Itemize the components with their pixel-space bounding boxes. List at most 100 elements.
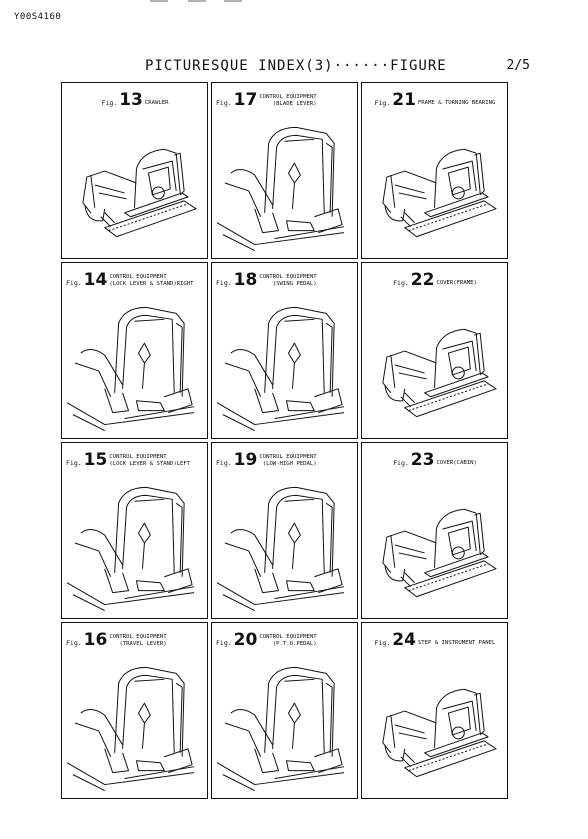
figure-illustration [365, 111, 504, 255]
figure-label: FRAME & TURNING BEARING [417, 99, 496, 106]
figure-illustration [365, 471, 504, 615]
figure-label: CONTROL EQUIPMENT(BLADE LEVER) [259, 94, 316, 109]
figure-illustration [65, 291, 204, 435]
page-title: PICTURESQUE INDEX(3)······FIGURE [145, 58, 447, 74]
figure-label-line2: (TRAVEL LEVER) [119, 640, 167, 647]
figure-illustration [215, 471, 354, 615]
figure-label-line1: CONTROL EQUIPMENT [109, 454, 167, 460]
figure-number: 19 [233, 450, 258, 470]
figure-prefix: Fig. [374, 639, 391, 647]
figure-prefix: Fig. [216, 279, 232, 287]
figure-number: 24 [392, 630, 416, 650]
figure-prefix: Fig. [374, 99, 391, 107]
figure-number: 16 [83, 630, 108, 650]
excavator-illustration [382, 148, 497, 238]
figure-number: 22 [410, 270, 435, 290]
figure-label: CONTROL EQUIPMENT(SWING PEDAL) [259, 274, 316, 289]
figure-prefix: Fig. [216, 459, 232, 467]
figure-label-line1: CONTROL EQUIPMENT [259, 634, 317, 640]
figure-label-line1: CONTROL EQUIPMENT [109, 634, 167, 640]
figure-number: 15 [83, 450, 108, 470]
figure-illustration [365, 291, 504, 435]
figure-illustration [65, 111, 204, 255]
figure-label-line2: (BLADE LEVER) [272, 100, 317, 107]
figure-label: CONTROL EQUIPMENT(P.T.O.PEDAL) [259, 634, 316, 649]
figure-label: COVER(FRAME) [436, 279, 477, 286]
figure-number: 21 [392, 90, 416, 110]
document-id: Y00S4160 [14, 12, 62, 22]
figure-prefix: Fig. [216, 99, 232, 107]
figure-prefix: Fig. [393, 459, 409, 467]
figure-label-line2: (SWING PEDAL) [272, 280, 317, 287]
figure-prefix: Fig. [66, 639, 82, 647]
excavator-illustration [82, 148, 197, 238]
figure-prefix: Fig. [216, 639, 232, 647]
figure-label: CONTROL EQUIPMENT(LOCK LEVER & STAND)RIG… [109, 274, 193, 289]
figure-illustration [65, 651, 204, 795]
figure-number: 17 [233, 90, 258, 110]
page-number: 2/5 [506, 58, 530, 73]
figure-label-line1: CONTROL EQUIPMENT [259, 454, 317, 460]
operator-cab-illustration [216, 306, 345, 431]
figure-number: 13 [119, 90, 143, 110]
figure-label: CRAWLER [144, 99, 169, 106]
figure-label-line1: CONTROL EQUIPMENT [109, 274, 167, 280]
operator-cab-illustration [66, 306, 195, 431]
figure-prefix: Fig. [66, 459, 82, 467]
excavator-illustration [382, 688, 497, 778]
operator-cab-illustration [216, 666, 345, 791]
figure-illustration [365, 651, 504, 795]
operator-cab-illustration [66, 486, 195, 611]
figure-prefix: Fig. [101, 99, 118, 107]
figure-label: STEP & INSTRUMENT PANEL [417, 639, 496, 646]
figure-number: 20 [233, 630, 258, 650]
operator-cab-illustration [66, 666, 195, 791]
figure-label-line1: CONTROL EQUIPMENT [259, 94, 317, 100]
page-header: PICTURESQUE INDEX(3)······FIGURE 2/5 [60, 58, 530, 78]
figure-prefix: Fig. [66, 279, 82, 287]
operator-cab-illustration [216, 126, 345, 251]
excavator-illustration [382, 508, 497, 598]
figure-label-line1: CONTROL EQUIPMENT [259, 274, 317, 280]
excavator-illustration [382, 328, 497, 418]
figure-label-line2: (P.T.O.PEDAL) [272, 640, 317, 647]
operator-cab-illustration [216, 486, 345, 611]
figure-label-line2: (LOW-HIGH PEDAL) [262, 460, 317, 467]
figure-illustration [215, 291, 354, 435]
figure-label: CONTROL EQUIPMENT(TRAVEL LEVER) [109, 634, 166, 649]
figure-prefix: Fig. [393, 279, 409, 287]
top-edge-marks [150, 0, 242, 2]
figure-illustration [215, 651, 354, 795]
figure-label-line2: (LOCK LEVER & STAND)LEFT [109, 460, 191, 467]
figure-number: 18 [233, 270, 258, 290]
figure-illustration [215, 111, 354, 255]
figure-number: 14 [83, 270, 108, 290]
figure-label: COVER(CABIN) [436, 459, 477, 466]
figure-label: CONTROL EQUIPMENT(LOW-HIGH PEDAL) [259, 454, 316, 469]
figure-illustration [65, 471, 204, 615]
